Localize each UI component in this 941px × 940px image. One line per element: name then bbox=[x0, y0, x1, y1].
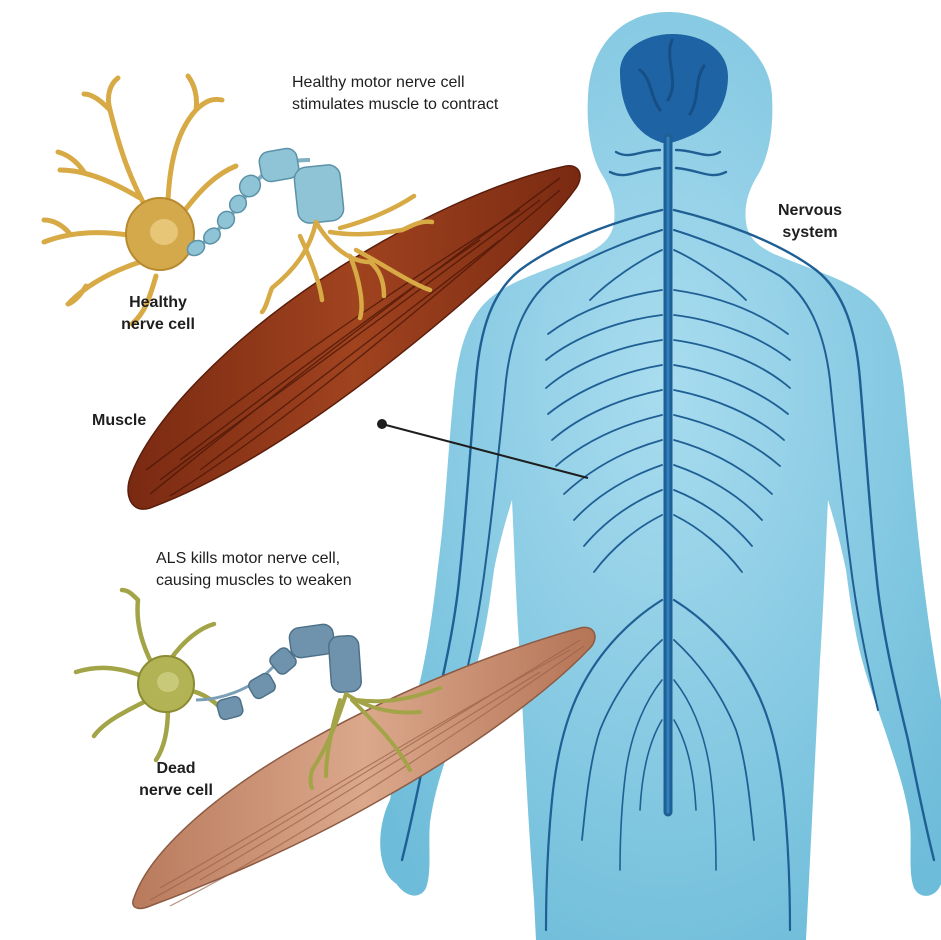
healthy-caption-line2: stimulates muscle to contract bbox=[292, 94, 498, 116]
healthy-nerve-cell bbox=[44, 76, 236, 324]
healthy-caption: Healthy motor nerve cell stimulates musc… bbox=[292, 72, 498, 116]
dead-cell-label: Dead nerve cell bbox=[118, 758, 234, 802]
nervous-system-line1: Nervous bbox=[760, 200, 860, 222]
healthy-cell-line1: Healthy bbox=[100, 292, 216, 314]
nervous-system-line2: system bbox=[760, 222, 860, 244]
healthy-caption-line1: Healthy motor nerve cell bbox=[292, 72, 498, 94]
als-caption-line2: causing muscles to weaken bbox=[156, 570, 352, 592]
healthy-cell-line2: nerve cell bbox=[100, 314, 216, 336]
dead-cell-line1: Dead bbox=[118, 758, 234, 780]
als-caption-line1: ALS kills motor nerve cell, bbox=[156, 548, 352, 570]
nervous-system-label: Nervous system bbox=[760, 200, 860, 244]
muscle-label: Muscle bbox=[92, 410, 146, 432]
healthy-cell-label: Healthy nerve cell bbox=[100, 292, 216, 336]
body-silhouette bbox=[380, 12, 941, 940]
dead-nerve-cell bbox=[76, 590, 226, 760]
als-caption: ALS kills motor nerve cell, causing musc… bbox=[156, 548, 352, 592]
dead-cell-line2: nerve cell bbox=[118, 780, 234, 802]
